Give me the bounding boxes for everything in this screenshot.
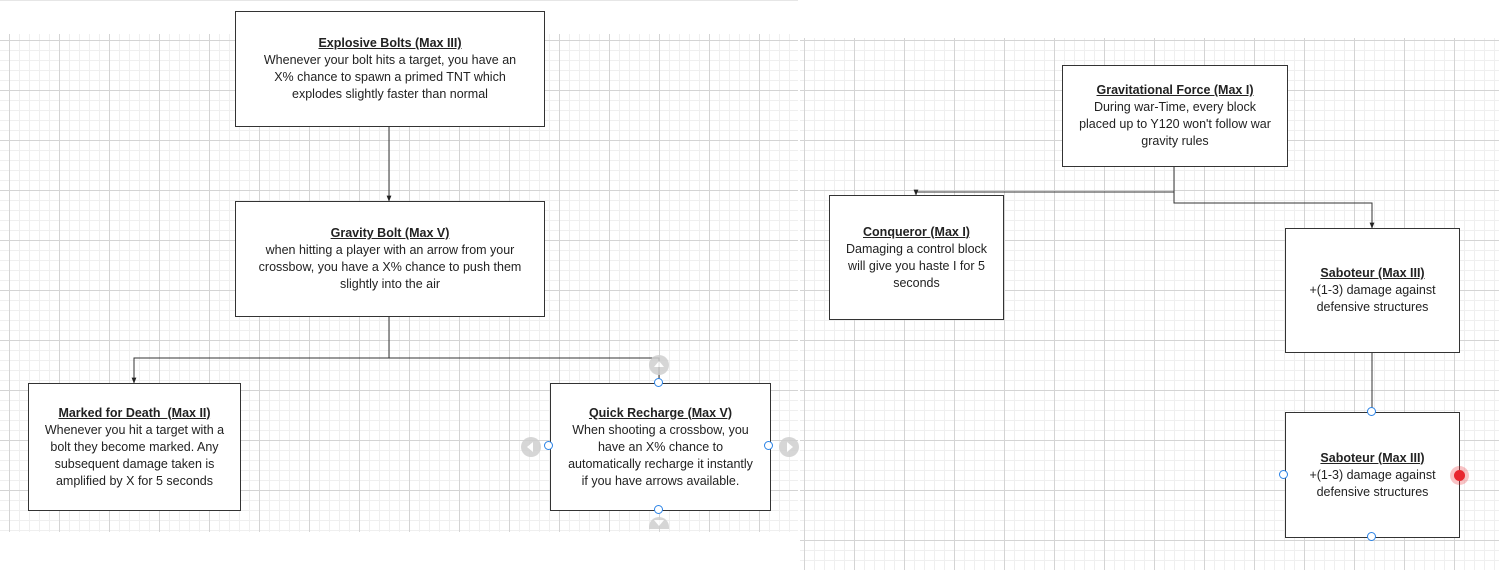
connection-point-right[interactable] [764, 441, 773, 450]
node-description: when hitting a player with an arrow from… [258, 243, 522, 291]
add-node-left-arrow-icon[interactable] [521, 437, 541, 457]
connection-point-left[interactable] [1279, 470, 1288, 479]
connection-point-bottom[interactable] [1367, 532, 1376, 541]
add-node-right-arrow-icon[interactable] [779, 437, 799, 457]
node-title: Marked for Death (Max II) [58, 405, 211, 420]
node-description: Whenever you hit a target with a bolt th… [44, 422, 225, 488]
node-saboteur-1[interactable]: Saboteur (Max III) +(1-3) damage against… [1285, 228, 1460, 353]
node-title: Quick Recharge (Max V) [588, 405, 733, 420]
node-description: Whenever your bolt hits a target, you ha… [263, 53, 517, 101]
node-gravity-bolt[interactable]: Gravity Bolt (Max V) when hitting a play… [235, 201, 545, 317]
node-description: During war-Time, every block placed up t… [1079, 100, 1271, 148]
edge-gravitational-to-saboteur[interactable] [1173, 192, 1375, 229]
node-description: +(1-3) damage against defensive structur… [1309, 283, 1436, 314]
connection-point-left[interactable] [544, 441, 553, 450]
connection-point-bottom[interactable] [654, 505, 663, 514]
selected-connection-point[interactable] [1454, 470, 1465, 481]
connection-point-top[interactable] [1367, 407, 1376, 416]
node-explosive-bolts[interactable]: Explosive Bolts (Max III) Whenever your … [235, 11, 545, 127]
add-node-down-arrow-icon[interactable] [649, 517, 669, 529]
node-saboteur-2[interactable]: Saboteur (Max III) +(1-3) damage against… [1285, 412, 1460, 538]
edge-gravity-to-quick-recharge[interactable] [389, 357, 660, 383]
add-node-up-arrow-icon[interactable] [649, 355, 669, 375]
connection-point-top[interactable] [654, 378, 663, 387]
node-title: Explosive Bolts (Max III) [318, 36, 462, 50]
node-title: Saboteur (Max III) [1320, 266, 1425, 280]
node-description: Damaging a control block will give you h… [845, 241, 988, 290]
node-title: Gravitational Force (Max I) [1096, 83, 1254, 97]
node-description: When shooting a crossbow, you have an X%… [568, 422, 753, 488]
node-quick-recharge[interactable]: Quick Recharge (Max V) When shooting a c… [550, 383, 771, 511]
node-conqueror[interactable]: Conqueror (Max I) Damaging a control blo… [829, 195, 1004, 320]
node-gravitational-force[interactable]: Gravitational Force (Max I) During war-T… [1062, 65, 1288, 167]
node-marked-for-death[interactable]: Marked for Death (Max II) Whenever you h… [28, 383, 241, 511]
node-title: Conqueror (Max I) [863, 224, 970, 239]
canvas-top-border [0, 0, 798, 1]
edge-gravity-to-marked[interactable] [131, 317, 390, 384]
node-title: Gravity Bolt (Max V) [330, 226, 450, 240]
node-title: Saboteur (Max III) [1320, 450, 1425, 465]
edge-gravitational-to-conqueror[interactable] [913, 167, 1175, 196]
node-description: +(1-3) damage against defensive structur… [1309, 467, 1436, 499]
